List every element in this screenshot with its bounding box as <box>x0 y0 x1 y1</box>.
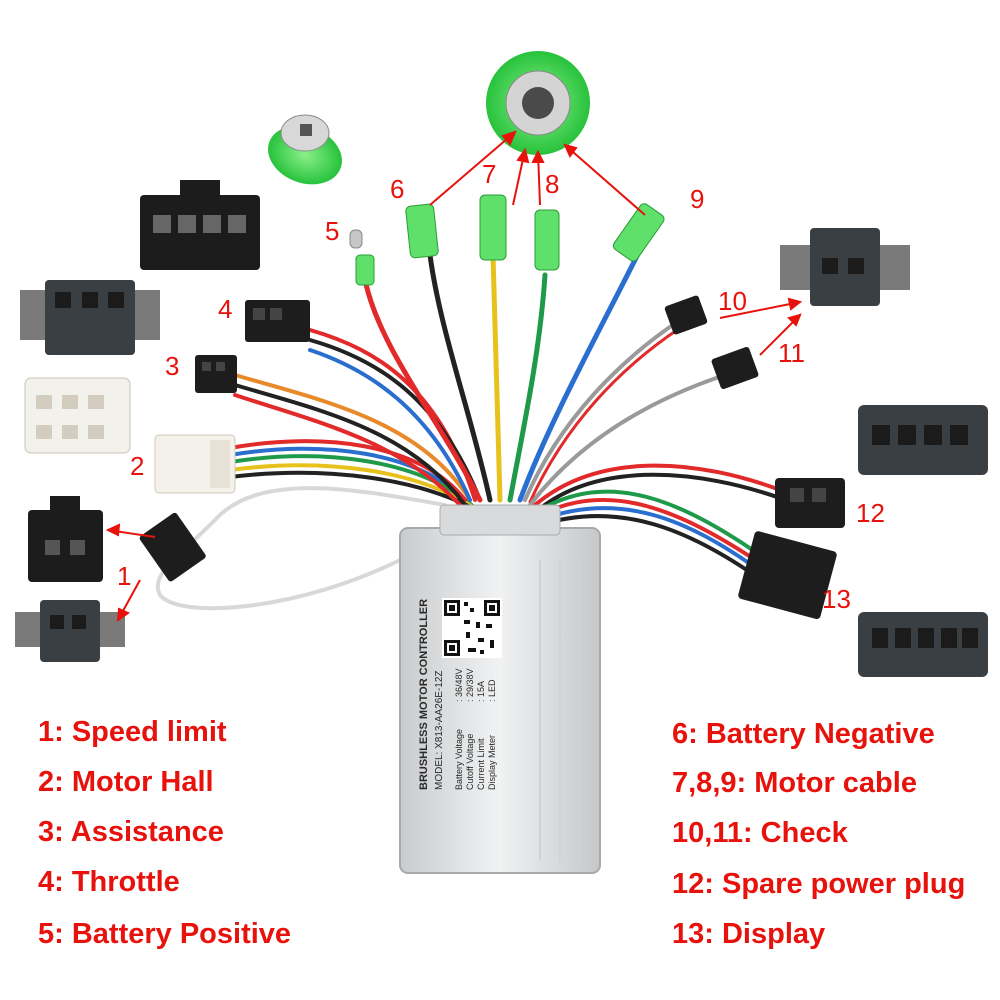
controller-box: BRUSHLESS MOTOR CONTROLLER MODEL: X813-A… <box>399 504 601 874</box>
spec-label: Cutoff Voltage <box>465 734 475 790</box>
spec-label: Battery Voltage <box>454 729 464 790</box>
legend-item-assistance: 3: Assistance <box>38 816 224 848</box>
mating-connector-check <box>780 228 910 306</box>
mating-connector-throttle <box>140 180 260 270</box>
callout-11: 11 <box>778 338 805 368</box>
callout-8: 8 <box>545 169 559 199</box>
connector-speed-limit-plug <box>139 512 206 582</box>
mating-connector-motor-hall <box>24 377 131 454</box>
callout-1: 1 <box>117 561 131 591</box>
callout-12: 12 <box>856 498 885 528</box>
controller-model: MODEL: X813-AA26E-12Z <box>434 671 445 791</box>
legend-item-throttle: 4: Throttle <box>38 866 180 898</box>
connector-motor-hall-plug <box>154 434 236 494</box>
nut-hardware <box>486 51 590 155</box>
connector-assistance-plug <box>195 355 237 393</box>
callout-arrows <box>105 130 803 623</box>
legend-item-spare-power-plug: 12: Spare power plug <box>672 868 966 900</box>
callout-13: 13 <box>822 584 851 614</box>
callout-9: 9 <box>690 184 704 214</box>
legend-item-speed-limit: 1: Speed limit <box>38 716 227 748</box>
callout-2: 2 <box>130 451 144 481</box>
connector-check-plug <box>664 295 759 390</box>
callout-3: 3 <box>165 351 179 381</box>
legend-item-motor-cable: 7,8,9: Motor cable <box>672 767 917 799</box>
wire-bundle <box>155 247 782 611</box>
callout-4: 4 <box>218 294 232 324</box>
legend-item-battery-negative: 6: Battery Negative <box>672 718 935 750</box>
spec-label: Current Limit <box>476 738 486 790</box>
bolt-hardware <box>268 114 342 185</box>
callout-7: 7 <box>482 159 496 189</box>
mating-connector-speed-limit-top <box>28 496 103 582</box>
mating-connector-display <box>858 612 988 677</box>
connector-throttle-plug <box>245 300 310 342</box>
mating-connector-spare-power <box>858 405 988 475</box>
connector-display-plug <box>738 531 837 620</box>
callout-6: 6 <box>390 174 404 204</box>
callout-10: 10 <box>718 286 747 316</box>
mating-connector-assistance <box>20 280 160 355</box>
legend-item-check: 10,11: Check <box>672 817 848 849</box>
qr-code <box>442 598 502 658</box>
spec-label: Display Meter <box>487 735 497 790</box>
callout-5: 5 <box>325 216 339 246</box>
legend-item-battery-positive: 5: Battery Positive <box>38 918 292 950</box>
spec-value: : LED <box>487 679 497 702</box>
spec-value: : 36/48V <box>454 668 464 702</box>
controller-title: BRUSHLESS MOTOR CONTROLLER <box>418 599 430 790</box>
spec-value: : 15A <box>476 681 486 702</box>
legend-item-display: 13: Display <box>672 918 826 950</box>
spec-value: : 29/38V <box>465 668 475 702</box>
callout-numbers: 1 2 3 4 5 6 7 8 9 10 11 12 13 <box>117 159 885 614</box>
mating-connector-speed-limit-bottom <box>15 600 125 662</box>
connector-spare-power-plug <box>775 478 845 528</box>
green-terminals <box>349 194 665 286</box>
legend-item-motor-hall: 2: Motor Hall <box>38 766 214 798</box>
